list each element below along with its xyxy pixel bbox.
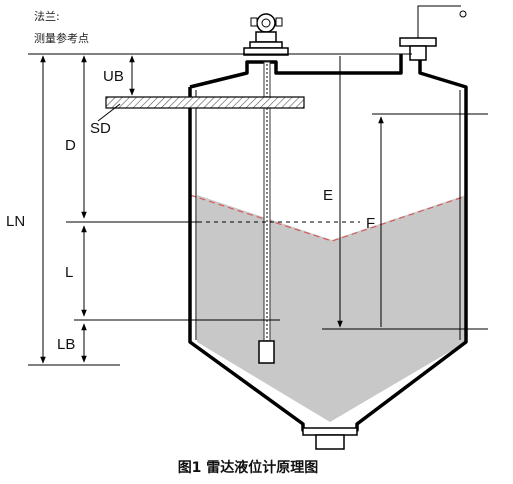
label-d: D bbox=[65, 137, 76, 154]
flange-note-line2: 测量参考点 bbox=[34, 31, 89, 45]
tank-inner-wall bbox=[195, 90, 461, 340]
label-lb: LB bbox=[57, 336, 75, 353]
label-l: L bbox=[65, 264, 73, 281]
label-f: F bbox=[366, 215, 375, 232]
top-nozzle-flange bbox=[399, 37, 437, 47]
top-nozzle-valve-icon bbox=[459, 10, 467, 18]
top-nozzle-pipe-line bbox=[417, 5, 461, 38]
label-ln: LN bbox=[6, 213, 25, 230]
bottom-outlet-pipe bbox=[315, 434, 345, 450]
sd-plate bbox=[105, 96, 305, 109]
liquid-surface-line bbox=[189, 194, 467, 242]
probe-weight bbox=[258, 340, 275, 364]
label-sd: SD bbox=[90, 120, 111, 137]
bottom-outlet-flange bbox=[302, 427, 358, 436]
label-ub: UB bbox=[103, 68, 124, 85]
liquid-fill bbox=[197, 195, 466, 422]
label-e: E bbox=[323, 187, 333, 204]
top-nozzle-pipe bbox=[409, 45, 427, 61]
radar-gauge-head bbox=[243, 13, 289, 56]
tank-outline bbox=[188, 54, 468, 432]
flange-note-line1: 法兰: bbox=[34, 9, 60, 23]
figure-caption: 图1 雷达液位计原理图 bbox=[178, 459, 319, 476]
